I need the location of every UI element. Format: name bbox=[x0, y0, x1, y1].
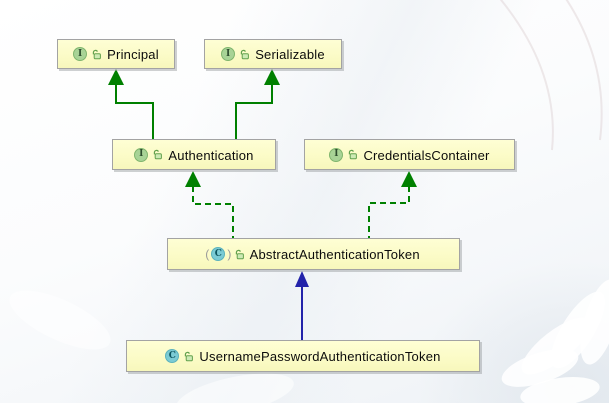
abstract-paren-close: ) bbox=[227, 247, 232, 261]
uml-node-username-password-authentication-token[interactable]: C UsernamePasswordAuthenticationToken bbox=[126, 340, 480, 372]
node-icon-cluster: I bbox=[73, 47, 102, 61]
abstract-paren-open: ( bbox=[205, 247, 210, 261]
node-icon-cluster: ( C ) bbox=[205, 247, 245, 261]
extends-arrowhead-icon bbox=[295, 271, 309, 287]
public-visibility-lock-icon bbox=[183, 351, 194, 362]
uml-node-authentication[interactable]: I Authentication bbox=[112, 139, 276, 170]
node-icon-cluster: I bbox=[329, 147, 358, 162]
public-visibility-lock-icon bbox=[152, 149, 163, 160]
abstract-class-icon: C bbox=[211, 247, 226, 261]
edge-authentication-extends-principal[interactable] bbox=[108, 69, 154, 139]
uml-node-label: Serializable bbox=[255, 47, 325, 62]
node-icon-cluster: C bbox=[165, 349, 194, 363]
interface-icon-letter: I bbox=[225, 48, 231, 59]
edge-line[interactable] bbox=[115, 84, 154, 139]
class-icon: C bbox=[165, 349, 180, 363]
edge-line[interactable] bbox=[368, 186, 410, 238]
interface-icon-letter: I bbox=[139, 149, 144, 159]
node-icon-cluster: I bbox=[134, 147, 163, 162]
uml-node-label: Authentication bbox=[168, 147, 254, 163]
interface-icon: I bbox=[329, 147, 344, 162]
uml-node-label: UsernamePasswordAuthenticationToken bbox=[199, 349, 441, 364]
edge-abstracttoken-implements-credentialscontainer[interactable] bbox=[368, 171, 417, 238]
public-visibility-lock-icon bbox=[91, 49, 102, 60]
uml-node-principal[interactable]: I Principal bbox=[57, 39, 175, 69]
petal-decoration bbox=[9, 279, 609, 403]
edge-authentication-extends-serializable[interactable] bbox=[235, 69, 280, 139]
interface-icon: I bbox=[73, 47, 88, 61]
public-visibility-lock-icon bbox=[239, 49, 250, 60]
implements-arrowhead-icon bbox=[401, 171, 417, 187]
uml-node-abstract-authentication-token[interactable]: ( C ) AbstractAuthenticationToken bbox=[167, 238, 460, 270]
node-icon-cluster: I bbox=[221, 47, 250, 61]
implements-arrowhead-icon bbox=[185, 171, 201, 187]
uml-node-label: AbstractAuthenticationToken bbox=[249, 247, 420, 262]
public-visibility-lock-icon bbox=[347, 149, 358, 160]
inheritance-arrowhead-icon bbox=[108, 69, 124, 85]
edge-line[interactable] bbox=[192, 186, 234, 238]
uml-node-label: CredentialsContainer bbox=[363, 147, 490, 163]
public-visibility-lock-icon bbox=[234, 249, 245, 260]
edge-usernametoken-extends-abstracttoken[interactable] bbox=[295, 271, 309, 340]
interface-icon: I bbox=[134, 147, 149, 162]
edge-abstracttoken-implements-authentication[interactable] bbox=[185, 171, 234, 238]
edge-line[interactable] bbox=[235, 84, 273, 139]
class-icon-letter: C bbox=[214, 248, 223, 259]
class-icon-letter: C bbox=[168, 350, 177, 361]
corner-arc-decoration bbox=[499, 0, 603, 151]
interface-icon: I bbox=[221, 47, 236, 61]
inheritance-arrowhead-icon bbox=[264, 69, 280, 85]
uml-node-credentials-container[interactable]: I CredentialsContainer bbox=[304, 139, 515, 170]
interface-icon-letter: I bbox=[77, 48, 83, 59]
interface-icon-letter: I bbox=[334, 149, 339, 159]
uml-node-label: Principal bbox=[107, 47, 159, 62]
uml-node-serializable[interactable]: I Serializable bbox=[204, 39, 342, 69]
